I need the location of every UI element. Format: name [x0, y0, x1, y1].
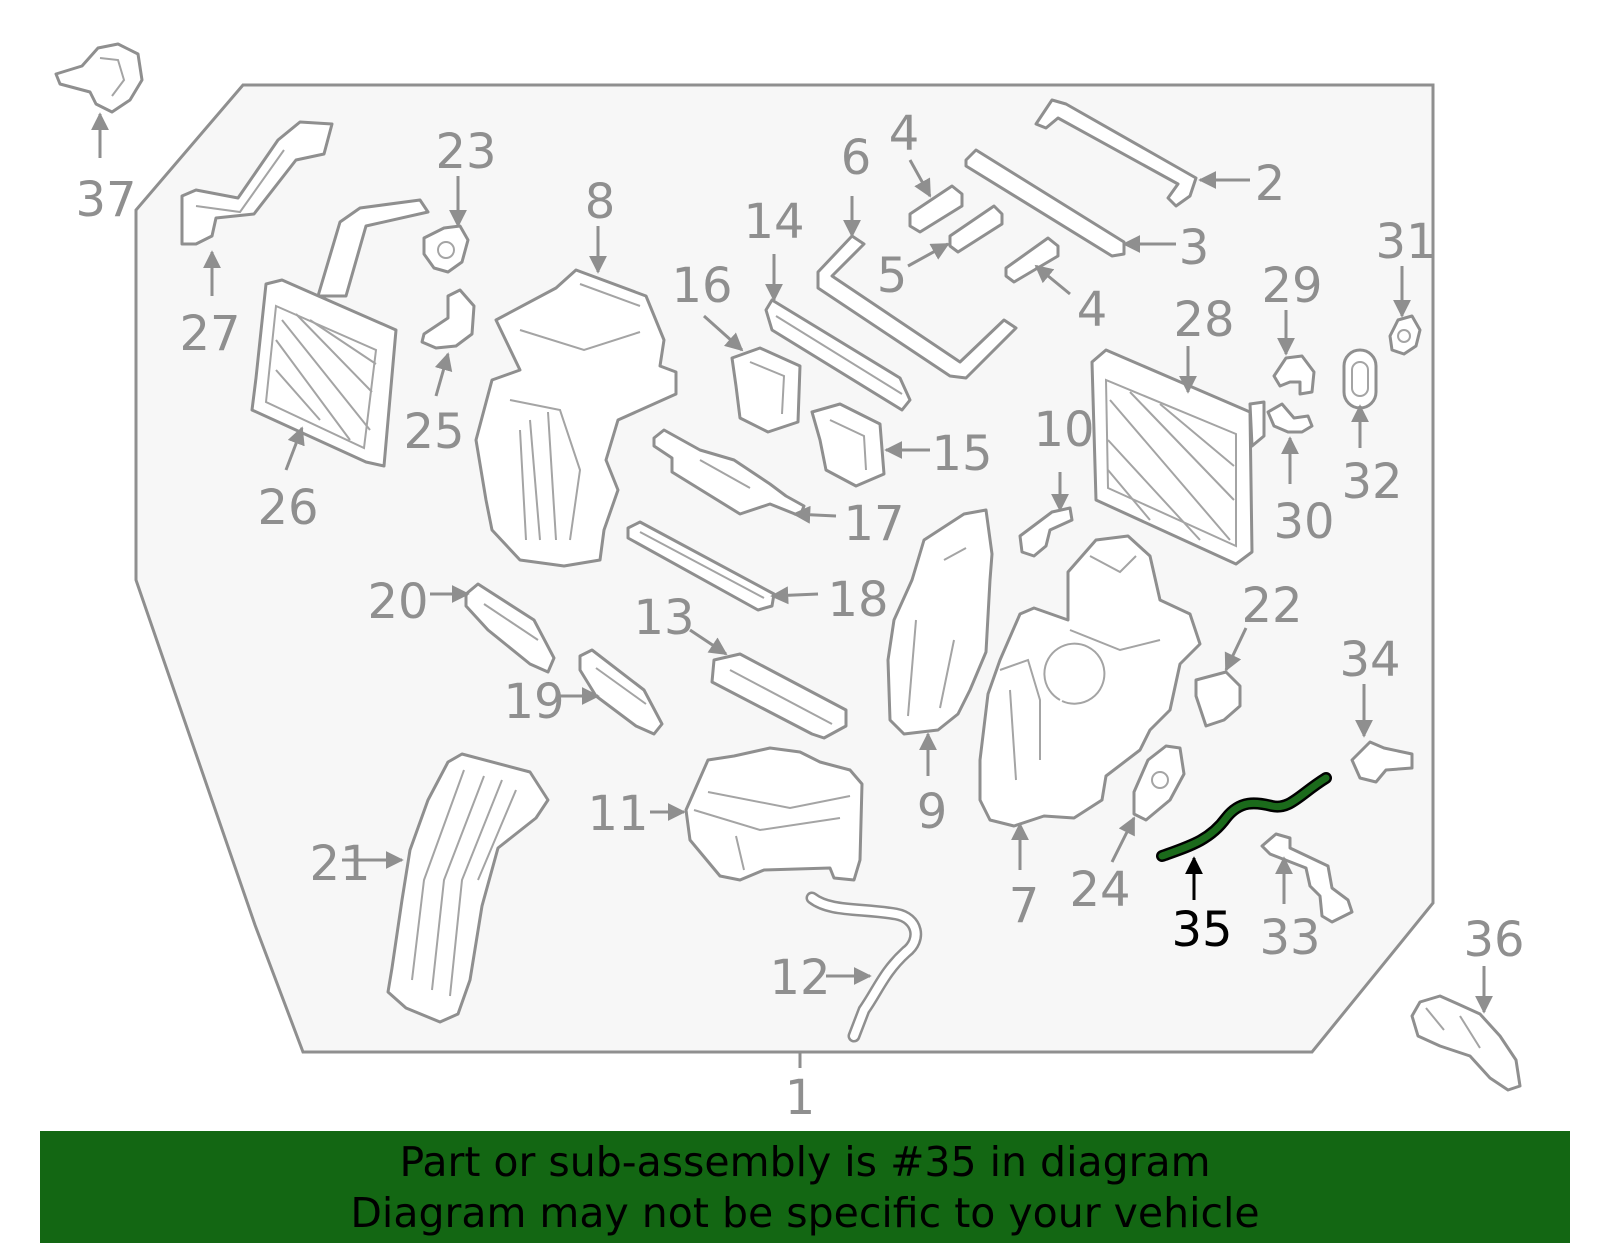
- callout-12: 12: [769, 950, 830, 1006]
- callout-10: 10: [1033, 402, 1094, 458]
- callout-30: 30: [1273, 494, 1334, 550]
- callout-35-highlighted: 35: [1171, 902, 1232, 958]
- banner-line-disclaimer: Diagram may not be specific to your vehi…: [350, 1189, 1260, 1237]
- callout-32: 32: [1341, 454, 1402, 510]
- banner-line-part: Part or sub-assembly is #35 in diagram: [399, 1138, 1211, 1186]
- part-9-case-side: [886, 508, 994, 736]
- callout-22: 22: [1241, 578, 1302, 634]
- part-29-grommet: [1272, 354, 1316, 396]
- callout-28: 28: [1173, 292, 1234, 348]
- part-12-drain-hose: [805, 891, 923, 1043]
- part-34-sensor: [1350, 740, 1414, 784]
- part-13-bracket: [710, 652, 848, 740]
- part-31-plug: [1388, 314, 1422, 356]
- callout-20: 20: [367, 574, 428, 630]
- part-36-duct: [1410, 994, 1522, 1092]
- callout-29: 29: [1261, 258, 1322, 314]
- part-15-door: [810, 402, 886, 488]
- callout-33: 33: [1259, 910, 1320, 966]
- part-37-bracket: [54, 42, 144, 114]
- part-35-hose-highlighted: [1156, 772, 1332, 862]
- lead-lines: [91, 112, 1493, 1068]
- callout-8: 8: [585, 174, 616, 230]
- callout-4-lower: 4: [1077, 282, 1108, 338]
- callout-13: 13: [633, 590, 694, 646]
- callout-9: 9: [917, 784, 948, 840]
- callout-34: 34: [1339, 632, 1400, 688]
- part-6-seal: [816, 234, 1018, 380]
- callout-15: 15: [931, 426, 992, 482]
- part-19-door: [578, 648, 664, 736]
- callout-23: 23: [435, 124, 496, 180]
- part-33-bracket: [1260, 832, 1354, 924]
- callout-37: 37: [75, 172, 136, 228]
- part-22-resistor: [1194, 670, 1242, 728]
- part-21-duct: [386, 752, 550, 1024]
- callout-4-upper: 4: [889, 106, 920, 162]
- callout-19: 19: [503, 674, 564, 730]
- part-8-upper-case: [474, 268, 678, 568]
- part-2-seal: [1034, 98, 1198, 208]
- callout-6: 6: [841, 130, 872, 186]
- callout-24: 24: [1069, 862, 1130, 918]
- part-30-clip: [1266, 402, 1314, 434]
- callout-5: 5: [877, 248, 908, 304]
- part-3-seal: [964, 148, 1126, 258]
- part-27-duct: [180, 120, 334, 246]
- callout-14: 14: [743, 194, 804, 250]
- callout-7: 7: [1009, 878, 1040, 934]
- callout-2: 2: [1255, 156, 1286, 212]
- part-18-shaft: [626, 520, 776, 612]
- part-11-lower-case: [684, 746, 864, 882]
- part-20-door: [464, 582, 556, 674]
- part-26-heater-core: [250, 198, 430, 468]
- part-14-seal: [764, 298, 912, 412]
- callout-31: 31: [1375, 214, 1436, 270]
- part-5-pad: [948, 204, 1004, 254]
- part-28-evaporator: [1090, 348, 1266, 566]
- part-4-pad-upper: [908, 184, 964, 234]
- part-32-grommet: [1342, 348, 1378, 410]
- callout-26: 26: [257, 480, 318, 536]
- part-25-sensor: [420, 288, 476, 350]
- callout-1: 1: [785, 1070, 816, 1126]
- part-16-door: [730, 346, 802, 434]
- callout-21: 21: [309, 836, 370, 892]
- callout-11: 11: [587, 786, 648, 842]
- callout-18: 18: [827, 572, 888, 628]
- part-4-pad-lower: [1004, 236, 1060, 284]
- callout-36: 36: [1463, 912, 1524, 968]
- part-24-actuator: [1132, 744, 1186, 822]
- callout-labels: 1 2 3 4 4 5 6 7 8 9 10 11 12 13 14 15 16…: [75, 106, 1524, 1126]
- callout-25: 25: [403, 404, 464, 460]
- callout-16: 16: [671, 258, 732, 314]
- callout-27: 27: [179, 306, 240, 362]
- callout-17: 17: [843, 496, 904, 552]
- info-banner: Part or sub-assembly is #35 in diagram D…: [40, 1131, 1570, 1243]
- part-7-blower-case: [978, 534, 1202, 828]
- callout-3: 3: [1179, 220, 1210, 276]
